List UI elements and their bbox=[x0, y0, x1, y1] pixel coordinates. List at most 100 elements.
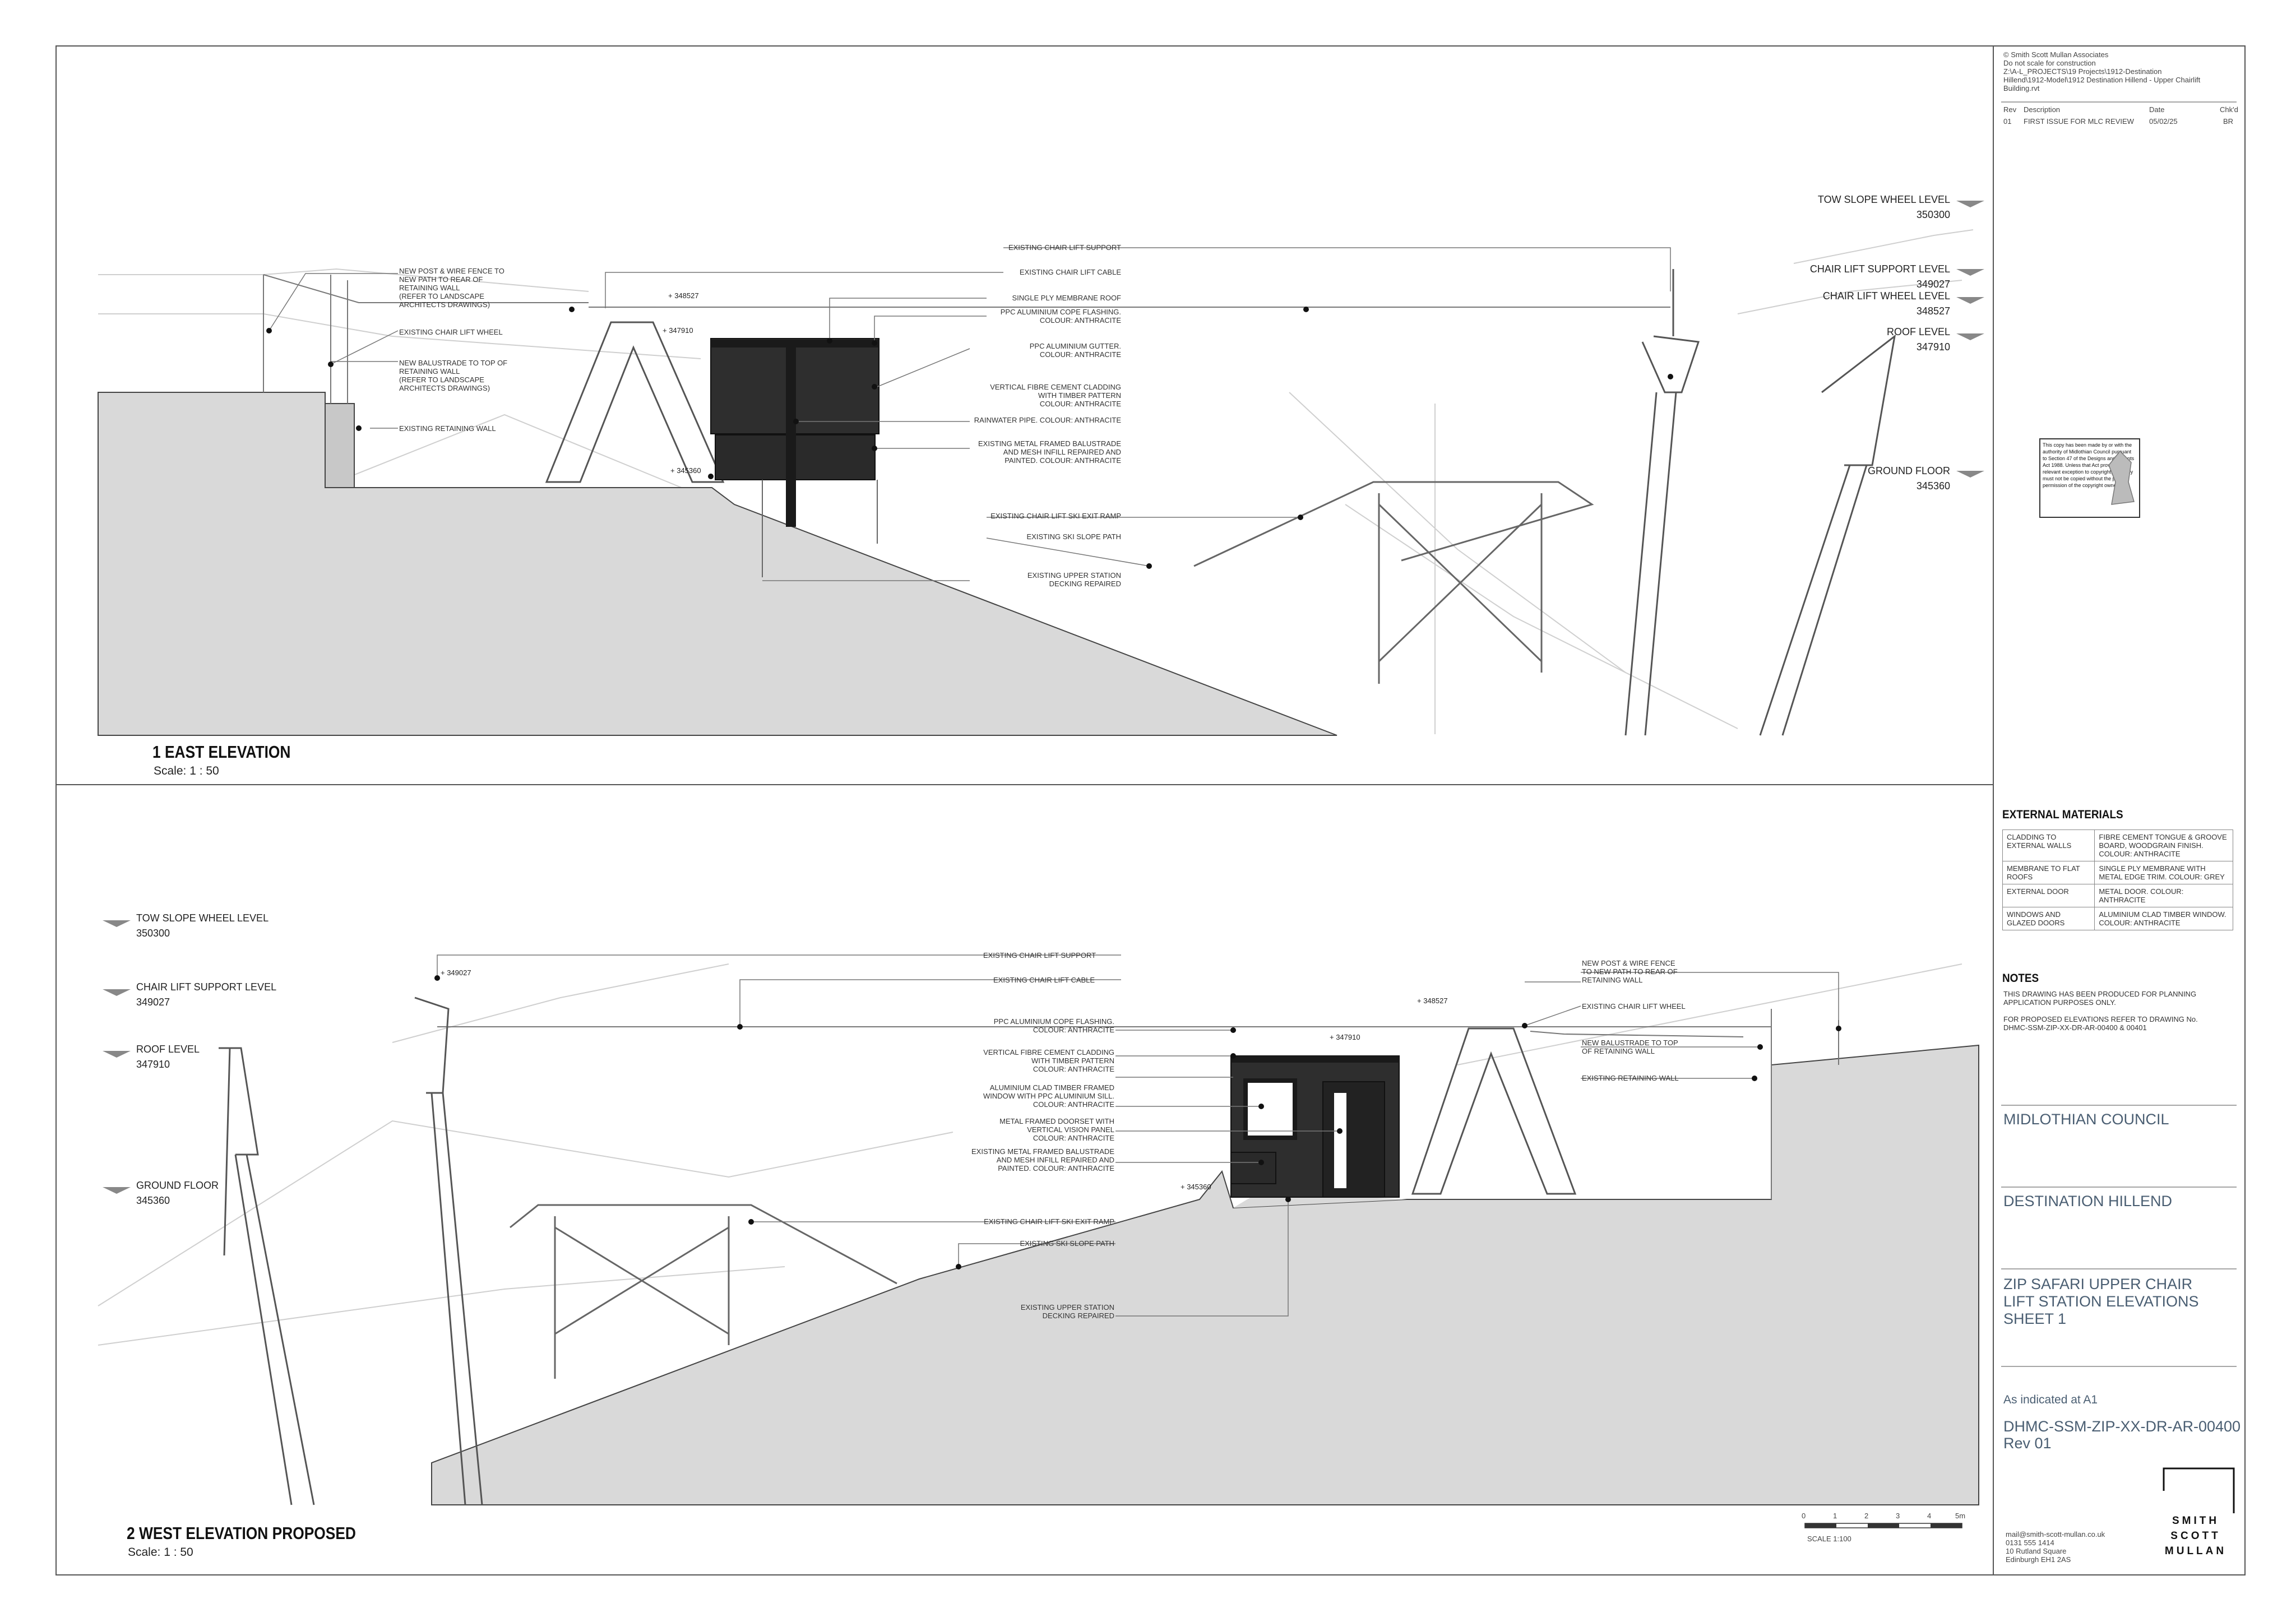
council-crest-icon bbox=[2108, 450, 2135, 505]
west-leaders bbox=[437, 954, 1839, 1317]
revision-header-description: Description bbox=[2024, 105, 2061, 114]
material-item: MEMBRANE TO FLAT ROOFS bbox=[2002, 861, 2095, 884]
revision-row-chkd: BR bbox=[2223, 117, 2234, 126]
west-elevation-title: 2 WEST ELEVATION PROPOSED bbox=[127, 1523, 356, 1543]
material-item: EXTERNAL DOOR bbox=[2002, 884, 2095, 907]
east-lift-towers bbox=[1624, 269, 1896, 736]
west-window bbox=[1243, 1078, 1297, 1140]
east-elevation-title: 1 EAST ELEVATION bbox=[152, 742, 291, 762]
east-level-name: ROOF LEVEL bbox=[1886, 326, 1950, 337]
west-leader-dots bbox=[434, 975, 1841, 1269]
east-leader-dots bbox=[266, 307, 1673, 569]
west-note-wheel: EXISTING CHAIR LIFT WHEEL bbox=[1582, 1002, 1686, 1011]
east-spot-level: + 345360 bbox=[670, 466, 701, 475]
logo-bracket bbox=[2163, 1467, 2235, 1513]
west-scale-bar bbox=[1804, 1523, 1962, 1528]
material-spec: FIBRE CEMENT TONGUE & GROOVE BOARD, WOOD… bbox=[2094, 829, 2233, 861]
east-retaining-wall bbox=[325, 403, 355, 488]
scale-bar-tick: 5m bbox=[1955, 1512, 1966, 1520]
notes-heading: NOTES bbox=[2002, 972, 2039, 985]
scale-bar-label: SCALE 1:100 bbox=[1807, 1535, 1851, 1543]
east-note-cope: PPC ALUMINIUM COPE FLASHING.COLOUR: ANTH… bbox=[1000, 308, 1121, 325]
east-level-value: 347910 bbox=[1916, 341, 1950, 353]
east-note-rainwater: RAINWATER PIPE. COLOUR: ANTHRACITE bbox=[974, 416, 1121, 424]
revision-row-rev: 01 bbox=[2003, 117, 2012, 126]
east-note-slope-path: EXISTING SKI SLOPE PATH bbox=[1026, 532, 1121, 541]
material-item: WINDOWS AND GLAZED DOORS bbox=[2002, 907, 2095, 930]
west-level-value: 349027 bbox=[136, 997, 170, 1008]
west-level-value: 347910 bbox=[136, 1059, 170, 1070]
west-door bbox=[1322, 1081, 1385, 1198]
east-note-membrane-roof: SINGLE PLY MEMBRANE ROOF bbox=[1012, 294, 1121, 302]
revision-label: Rev 01 bbox=[2003, 1435, 2052, 1452]
east-elevation-scale: Scale: 1 : 50 bbox=[154, 764, 219, 777]
east-note-retaining-wall: EXISTING RETAINING WALL bbox=[399, 424, 496, 433]
revision-row-description: FIRST ISSUE FOR MLC REVIEW bbox=[2024, 117, 2134, 126]
east-a-frame bbox=[545, 321, 725, 483]
east-level-value: 348527 bbox=[1916, 305, 1950, 317]
external-materials-heading: EXTERNAL MATERIALS bbox=[2002, 808, 2123, 821]
east-rainwater-pipe bbox=[786, 347, 796, 527]
east-level-value: 350300 bbox=[1916, 209, 1950, 220]
west-level-value: 345360 bbox=[136, 1195, 170, 1206]
east-deck-stilts bbox=[762, 480, 878, 577]
east-level-value: 349027 bbox=[1916, 279, 1950, 290]
sheet-border bbox=[55, 45, 2246, 1575]
material-item: CLADDING TO EXTERNAL WALLS bbox=[2002, 829, 2095, 861]
material-spec: ALUMINIUM CLAD TIMBER WINDOW. COLOUR: AN… bbox=[2094, 907, 2233, 930]
east-level-name: CHAIR LIFT WHEEL LEVEL bbox=[1822, 290, 1950, 302]
scale-note: As indicated at A1 bbox=[2003, 1393, 2098, 1406]
west-spot-level: + 347910 bbox=[1330, 1033, 1360, 1041]
east-level-markers bbox=[1956, 201, 1984, 478]
west-exit-ramp bbox=[510, 1204, 897, 1379]
east-leaders bbox=[269, 247, 1671, 581]
east-note-ramp: EXISTING CHAIR LIFT SKI EXIT RAMP bbox=[990, 512, 1121, 520]
east-background-lines bbox=[98, 229, 1974, 734]
west-elevation-drawing bbox=[98, 920, 1979, 1528]
revision-header-chkd: Chk'd bbox=[2220, 105, 2238, 114]
title-block-lines bbox=[2001, 101, 2237, 1367]
west-level-name: ROOF LEVEL bbox=[136, 1044, 200, 1055]
west-level-value: 350300 bbox=[136, 928, 170, 939]
west-note-retaining-wall: EXISTING RETAINING WALL bbox=[1582, 1074, 1679, 1082]
east-fence bbox=[263, 274, 589, 404]
west-note-lift-cable: EXISTING CHAIR LIFT CABLE bbox=[993, 976, 1095, 984]
west-balustrade bbox=[1230, 1152, 1276, 1184]
east-exit-ramp bbox=[1193, 481, 1594, 684]
material-spec: METAL DOOR. COLOUR: ANTHRACITE bbox=[2094, 884, 2233, 907]
drawing-number: DHMC-SSM-ZIP-XX-DR-AR-00400 bbox=[2003, 1418, 2241, 1435]
scale-bar-tick: 1 bbox=[1833, 1512, 1837, 1520]
west-note-cope: PPC ALUMINIUM COPE FLASHING.COLOUR: ANTH… bbox=[993, 1017, 1114, 1034]
west-level-markers bbox=[103, 920, 131, 1194]
west-roof-edge bbox=[1231, 1056, 1399, 1063]
west-spot-level: + 348527 bbox=[1417, 997, 1448, 1005]
scale-bar-tick: 3 bbox=[1896, 1512, 1900, 1520]
east-note-lift-cable: EXISTING CHAIR LIFT CABLE bbox=[1019, 268, 1121, 276]
revision-header-date: Date bbox=[2149, 105, 2165, 114]
notes-text: THIS DRAWING HAS BEEN PRODUCED FOR PLANN… bbox=[2003, 990, 2198, 1032]
scale-bar-tick: 4 bbox=[1927, 1512, 1932, 1520]
revision-row-date: 05/02/25 bbox=[2149, 117, 2178, 126]
client-name: MIDLOTHIAN COUNCIL bbox=[2003, 1111, 2169, 1128]
